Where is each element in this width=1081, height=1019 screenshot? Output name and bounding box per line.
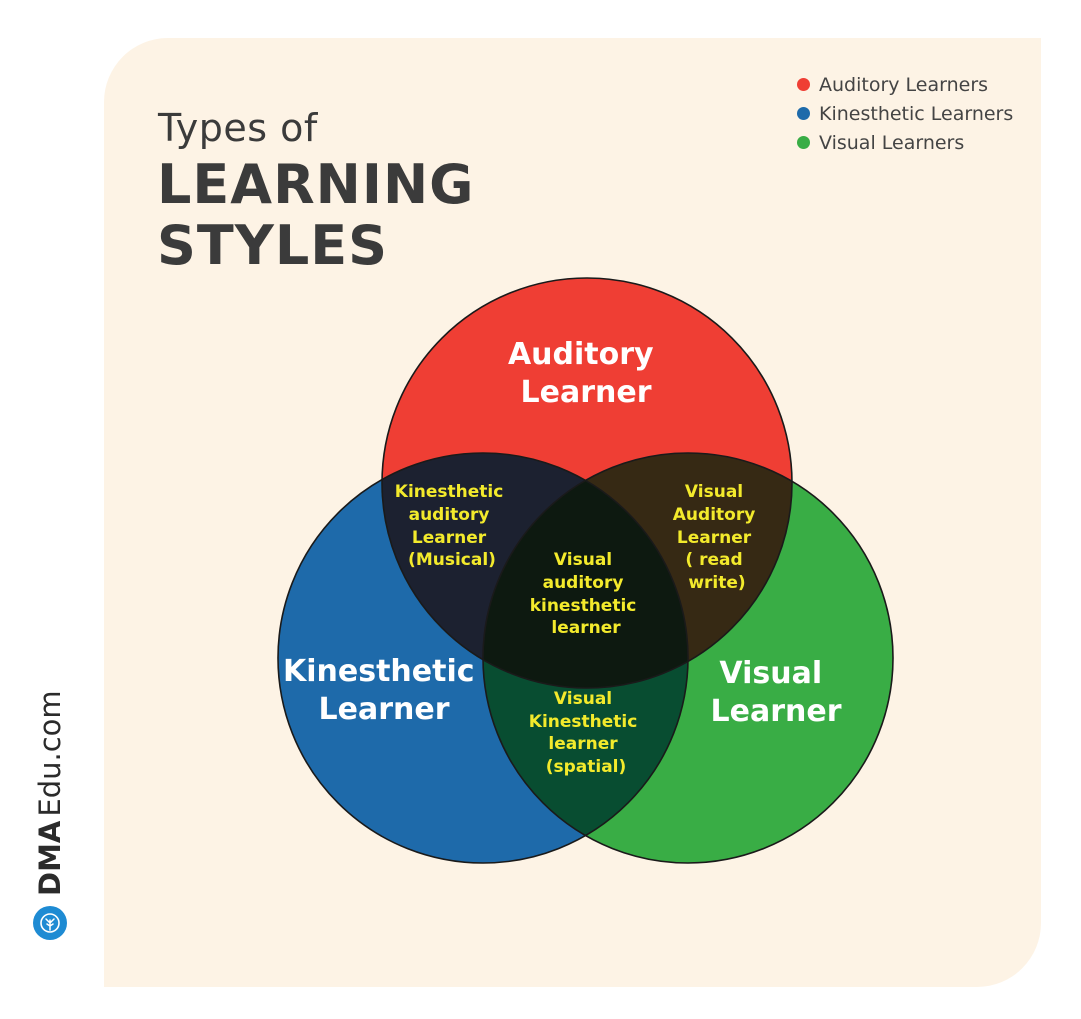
title-line-1: Types of	[158, 106, 318, 150]
circle-outlines	[277, 277, 894, 864]
brand-logo-icon	[33, 906, 67, 940]
label-auditory: Auditory Learner	[508, 337, 664, 410]
legend: Auditory Learners Kinesthetic Learners V…	[797, 70, 1013, 157]
legend-label-auditory: Auditory Learners	[819, 73, 989, 96]
brand-watermark: DMA Edu.com	[20, 690, 80, 940]
title-line-3: STYLES	[157, 214, 389, 277]
legend-label-visual: Visual Learners	[819, 131, 965, 154]
legend-item-visual: Visual Learners	[797, 128, 1013, 157]
legend-dot-visual	[797, 136, 810, 149]
label-kinesthetic: Kinesthetic Learner	[283, 654, 485, 727]
legend-item-auditory: Auditory Learners	[797, 70, 1013, 99]
brand-name-strong: DMA	[33, 820, 67, 896]
label-kinesthetic-auditory: Kinesthetic auditory Learner (Musical)	[395, 482, 509, 570]
legend-dot-kinesthetic	[797, 107, 810, 120]
tree-icon	[40, 913, 60, 933]
label-visual-auditory: Visual Auditory Learner ( read write)	[673, 482, 761, 593]
legend-dot-auditory	[797, 78, 810, 91]
label-all-three: Visual auditory kinesthetic learner	[530, 550, 643, 638]
legend-item-kinesthetic: Kinesthetic Learners	[797, 99, 1013, 128]
label-visual: Visual Learner	[710, 656, 841, 729]
legend-label-kinesthetic: Kinesthetic Learners	[819, 102, 1014, 125]
region-all-three	[483, 453, 688, 688]
label-visual-kinesthetic: Visual Kinesthetic learner (spatial)	[529, 689, 643, 777]
brand-name-light: Edu.com	[33, 690, 67, 817]
title-line-2: LEARNING	[157, 153, 475, 216]
